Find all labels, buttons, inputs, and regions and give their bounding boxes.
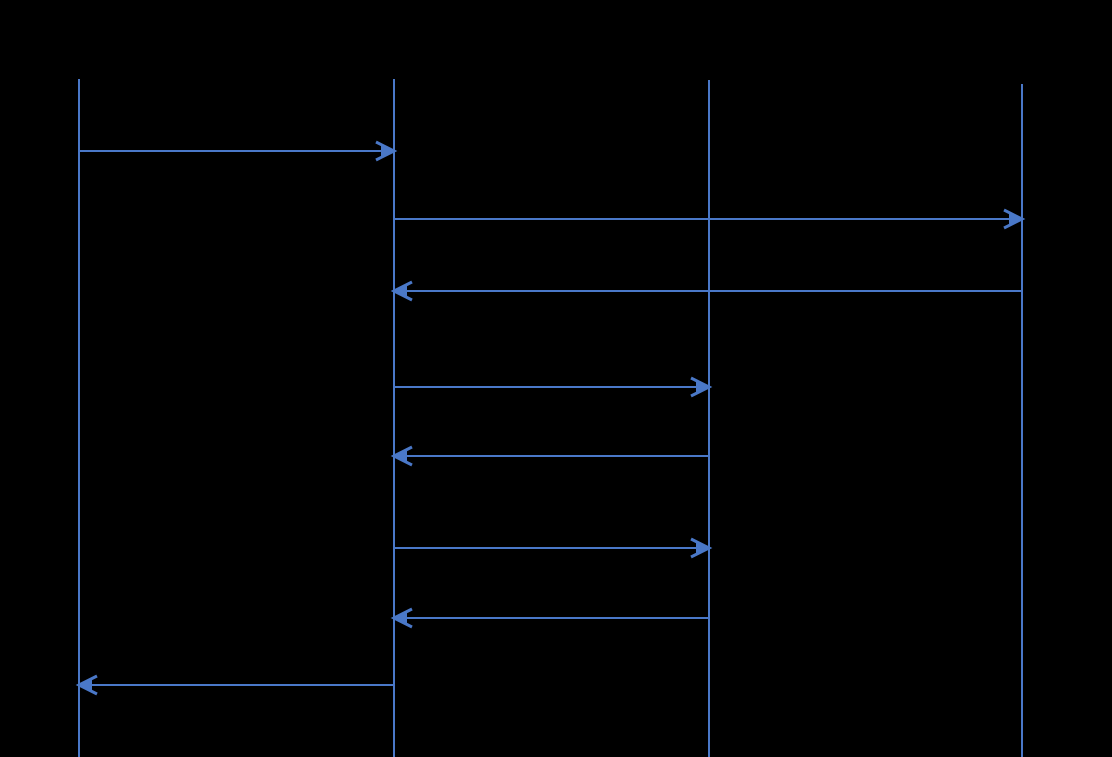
message-arrowhead-fill-6 [696, 542, 709, 554]
message-3[interactable] [390, 280, 1022, 302]
messages-layer [75, 140, 1026, 696]
message-8[interactable] [75, 674, 394, 696]
message-arrowhead-fill-5 [394, 450, 407, 462]
message-arrowhead-fill-8 [79, 679, 92, 691]
message-7[interactable] [390, 607, 709, 629]
message-arrowhead-fill-4 [696, 381, 709, 393]
message-arrowhead-fill-2 [1009, 213, 1022, 225]
message-arrowhead-fill-7 [394, 612, 407, 624]
message-4[interactable] [394, 376, 713, 398]
participants-layer [78, 79, 1023, 757]
message-6[interactable] [394, 537, 713, 559]
message-5[interactable] [390, 445, 709, 467]
message-arrowhead-fill-1 [381, 145, 394, 157]
message-2[interactable] [394, 208, 1026, 230]
message-arrowhead-fill-3 [394, 285, 407, 297]
message-1[interactable] [79, 140, 398, 162]
